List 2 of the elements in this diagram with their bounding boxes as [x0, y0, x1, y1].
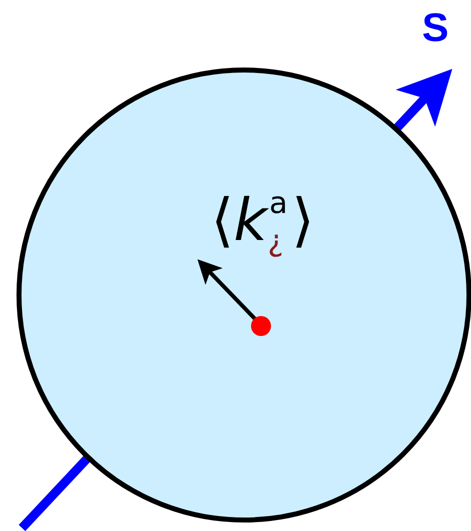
spin-label: S [422, 6, 449, 51]
vector-label: ⟨k$^{a}$$_{¿}$⟩ [211, 189, 314, 256]
